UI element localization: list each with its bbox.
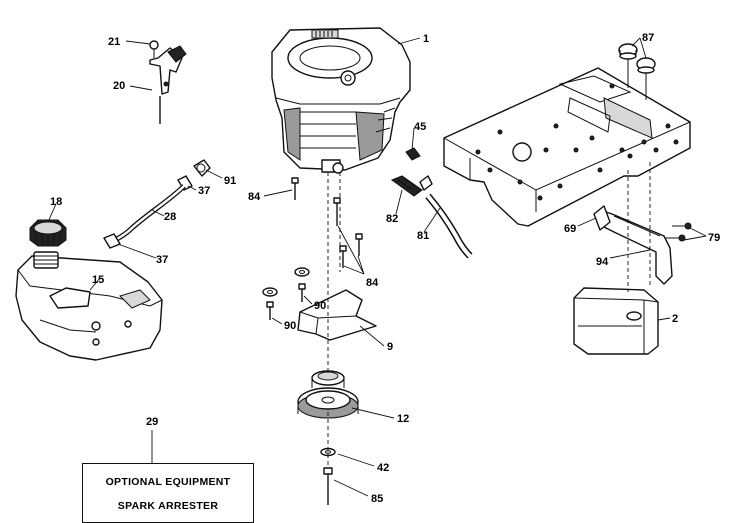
parts-diagram: 1 87 21 20 45 91 37 84 82 81 18 28 37 15… [15, 27, 720, 523]
bolt-84-left [291, 177, 299, 200]
chassis-frame [443, 67, 691, 227]
clamp-91 [193, 159, 211, 177]
callout-84-group: 84 [366, 277, 379, 289]
callout-91: 91 [224, 175, 236, 187]
callout-85: 85 [371, 493, 383, 505]
fuel-filter-82 [390, 175, 433, 197]
callout-29: 29 [146, 416, 158, 428]
belt-guide-9 [297, 289, 377, 341]
callout-42: 42 [377, 462, 389, 474]
callout-45: 45 [414, 121, 426, 133]
callout-37-lower: 37 [156, 254, 168, 266]
note-line-2: SPARK ARRESTER [117, 500, 219, 512]
callout-90-upper: 90 [314, 300, 326, 312]
callout-28: 28 [164, 211, 176, 223]
callout-37-upper: 37 [198, 185, 210, 197]
exhaust-pipe-94 [597, 209, 673, 285]
note-line-1: OPTIONAL EQUIPMENT [105, 476, 231, 488]
callout-15: 15 [92, 274, 104, 286]
callout-94: 94 [596, 256, 609, 268]
optional-equipment-note: OPTIONAL EQUIPMENT SPARK ARRESTER [82, 463, 254, 523]
nut-45 [405, 147, 421, 161]
callout-79: 79 [708, 232, 720, 244]
washer-90-upper [294, 267, 310, 302]
throttle-control [149, 40, 187, 124]
callout-labels: 1 87 21 20 45 91 37 84 82 81 18 28 37 15… [50, 32, 720, 505]
fuel-line-28 [110, 184, 186, 245]
callout-82: 82 [386, 213, 398, 225]
callout-84-left: 84 [248, 191, 261, 203]
fitting-37-lower [103, 233, 121, 249]
callout-21: 21 [108, 36, 120, 48]
knob-87-pair [618, 43, 656, 100]
callout-12: 12 [397, 413, 409, 425]
fuel-line-81 [425, 193, 473, 259]
gasket-69 [593, 205, 611, 231]
callout-81: 81 [417, 230, 429, 242]
callout-2: 2 [672, 313, 678, 325]
callout-90-lower: 90 [284, 320, 296, 332]
pulley-12 [297, 370, 359, 419]
bolt-85 [323, 467, 333, 505]
callout-9: 9 [387, 341, 393, 353]
callout-1: 1 [423, 33, 429, 45]
fuel-cap-18 [29, 219, 67, 247]
washer-90-lower [262, 287, 278, 320]
muffler-2 [573, 287, 659, 355]
callout-87: 87 [642, 32, 654, 44]
leader-lines [47, 37, 707, 497]
diagram-canvas: 1 87 21 20 45 91 37 84 82 81 18 28 37 15… [15, 27, 720, 505]
engine [271, 27, 411, 174]
bolts-84-group [333, 197, 363, 268]
callout-69: 69 [564, 223, 576, 235]
screws-79 [666, 222, 692, 242]
callout-18: 18 [50, 196, 62, 208]
fuel-tank-15 [15, 251, 163, 361]
callout-20: 20 [113, 80, 125, 92]
